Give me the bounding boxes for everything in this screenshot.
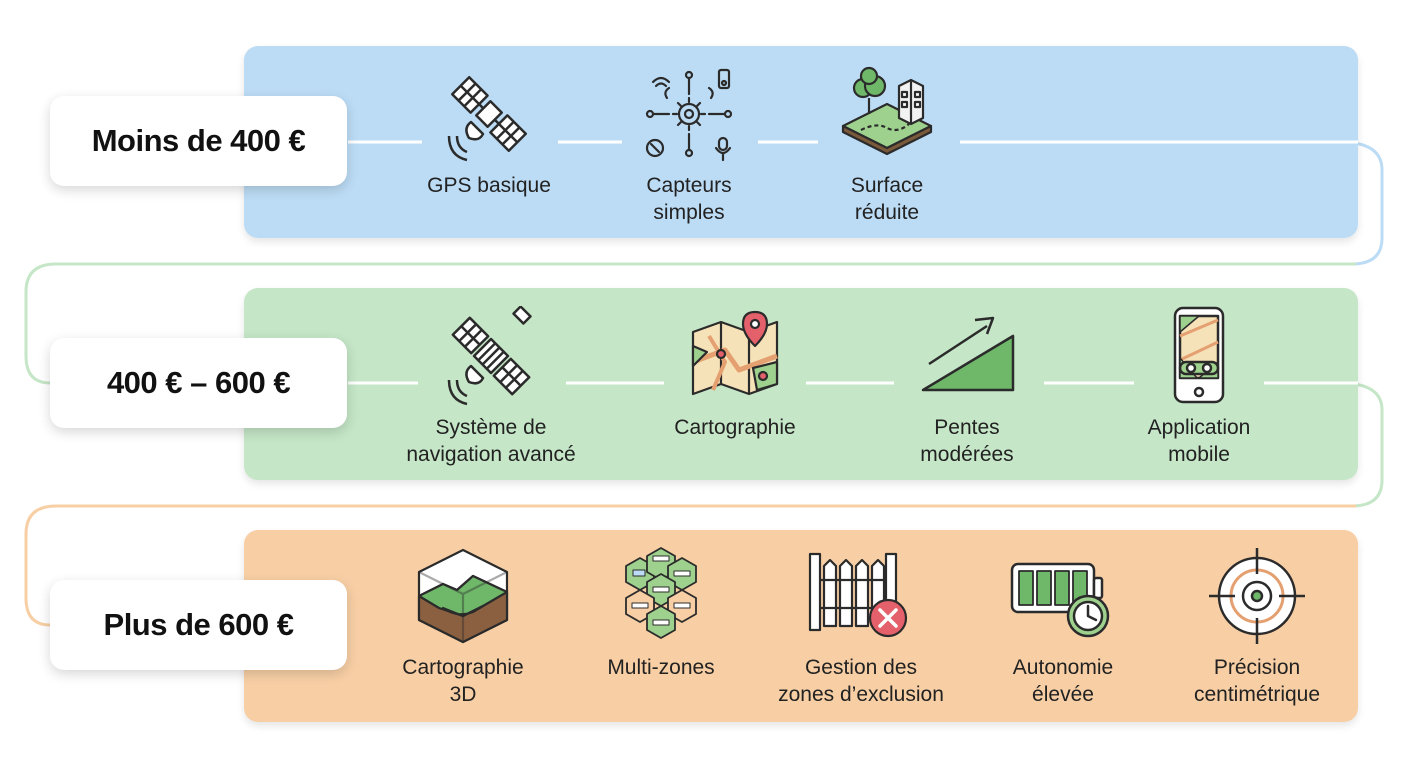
feature-label: Autonomie élevée: [1012, 656, 1114, 706]
feature-label: Gestion des zones d’exclusion: [778, 656, 944, 706]
satellite-icon: [447, 75, 528, 162]
tier-band-budget-line: [348, 140, 1358, 144]
feature-high-autonomy: Autonomie élevée: [948, 546, 1178, 708]
feature-label: Multi-zones: [607, 656, 715, 679]
feature-3d-mapping: Cartographie 3D: [348, 546, 578, 708]
feature-label: Cartographie: [674, 416, 796, 439]
connector-peach-left: [24, 504, 1356, 627]
tier-band-mid-line: [348, 381, 1358, 385]
battery-clock-icon: [1010, 562, 1110, 638]
fence-exclusion-icon: [808, 552, 908, 638]
feature-label: Précision centimétrique: [1193, 656, 1321, 706]
feature-simple-sensors: Capteurs simples: [574, 64, 804, 226]
feature-advanced-navigation: Système de navigation avancé: [376, 306, 606, 468]
connector-blue-right: [1339, 140, 1384, 266]
tier-band-budget: [244, 46, 1358, 238]
smartphone-map-icon: [1173, 306, 1225, 404]
feature-mobile-app: Application mobile: [1084, 306, 1314, 468]
sensors-icon: [645, 68, 733, 162]
slope-icon: [921, 316, 1015, 392]
tier-label-premium: Plus de 600 €: [50, 580, 347, 670]
connector-green-right: [1339, 381, 1384, 508]
feature-gps-basic: GPS basique: [374, 64, 604, 199]
feature-label: Application mobile: [1147, 416, 1251, 466]
feature-exclusion-zones: Gestion des zones d’exclusion: [746, 546, 976, 708]
feature-label: GPS basique: [427, 174, 551, 197]
tier-label-budget: Moins de 400 €: [50, 96, 347, 186]
terrain-3d-icon: [417, 548, 509, 644]
feature-label: Capteurs simples: [646, 174, 732, 224]
feature-mapping: Cartographie: [620, 306, 850, 441]
feature-small-surface: Surface réduite: [772, 64, 1002, 226]
advanced-satellite-icon: [447, 306, 532, 406]
feature-label: Système de navigation avancé: [406, 416, 576, 466]
target-icon: [1209, 548, 1305, 644]
feature-multi-zones: Multi-zones: [546, 546, 776, 681]
feature-label: Surface réduite: [850, 174, 924, 224]
feature-label: Cartographie 3D: [402, 656, 524, 706]
small-plot-icon: [841, 66, 933, 156]
connector-green-left: [24, 262, 1356, 385]
feature-label: Pentes modérées: [920, 416, 1014, 466]
map-pin-icon: [691, 310, 779, 396]
tier-band-mid: [244, 288, 1358, 480]
feature-moderate-slopes: Pentes modérées: [852, 306, 1082, 468]
tier-label-mid: 400 € – 600 €: [50, 338, 347, 428]
feature-centimeter-precision: Précision centimétrique: [1142, 546, 1372, 708]
hex-zones-icon: [625, 547, 697, 639]
